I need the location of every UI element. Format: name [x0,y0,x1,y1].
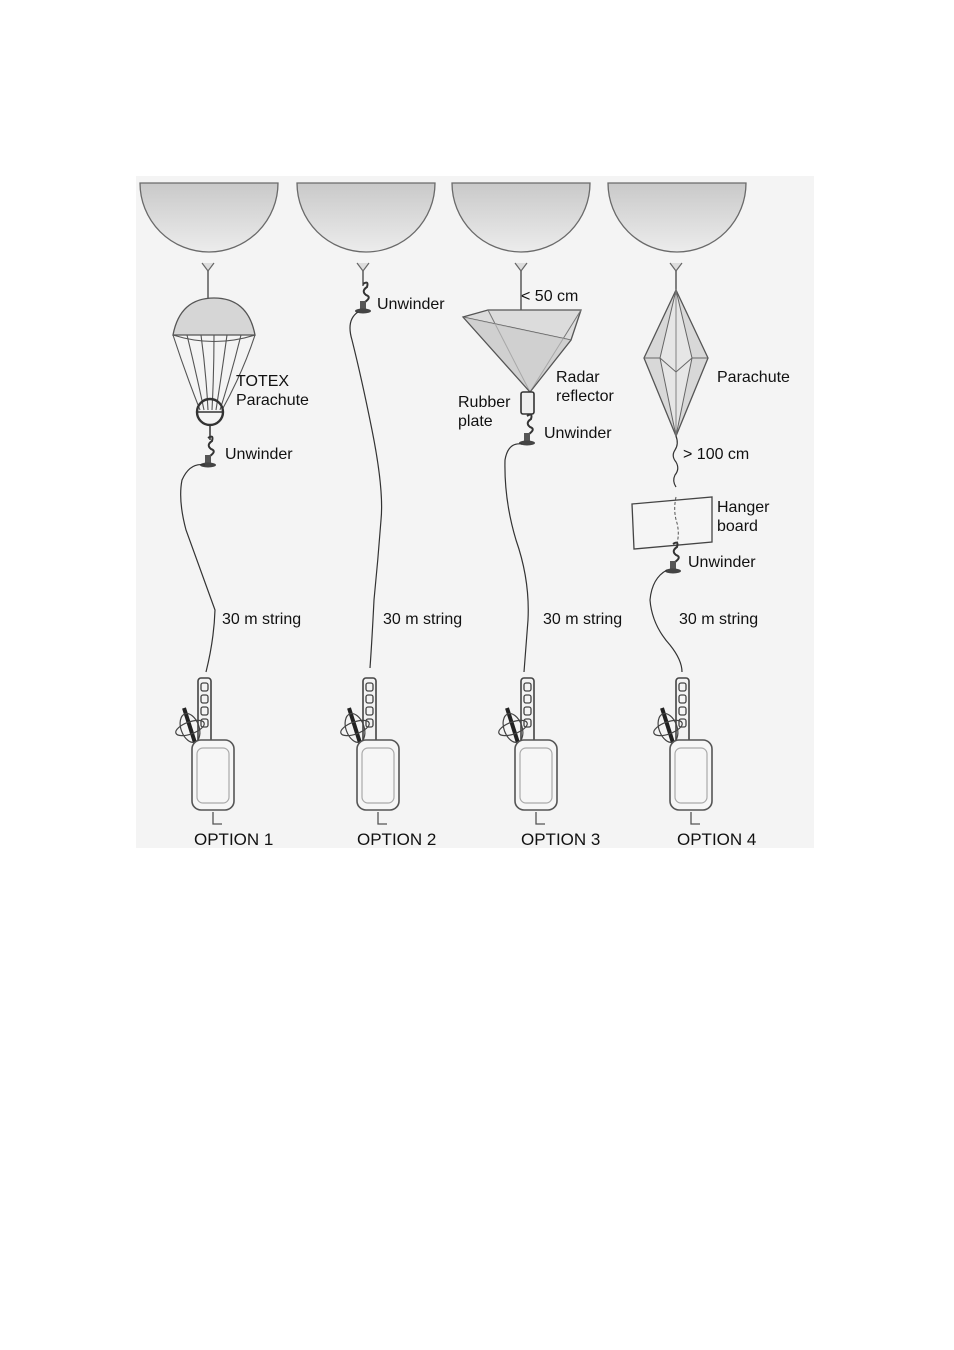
unwinder-label: Unwinder [225,445,293,464]
unwinder-label: Unwinder [688,553,756,572]
unwinder-label: Unwinder [377,295,445,314]
option-1-title: OPTION 1 [194,830,273,849]
unwinder-label: Unwinder [544,424,612,443]
totex-parachute-label: TOTEX Parachute [236,372,309,410]
distance-label: > 100 cm [683,445,749,464]
string-label: 30 m string [383,610,462,629]
option-3-title: OPTION 3 [521,830,600,849]
option-2-title: OPTION 2 [357,830,436,849]
hanger-board-icon [632,497,712,549]
rubber-plate-icon [521,392,534,414]
hanger-board-label: Hanger board [717,498,769,536]
string-label: 30 m string [543,610,622,629]
string-label: 30 m string [679,610,758,629]
string-label: 30 m string [222,610,301,629]
option-4-title: OPTION 4 [677,830,756,849]
distance-label: < 50 cm [521,287,578,306]
parachute-label: Parachute [717,368,790,387]
radar-reflector-label: Radar reflector [556,368,614,406]
rubber-plate-label: Rubber plate [458,393,510,431]
